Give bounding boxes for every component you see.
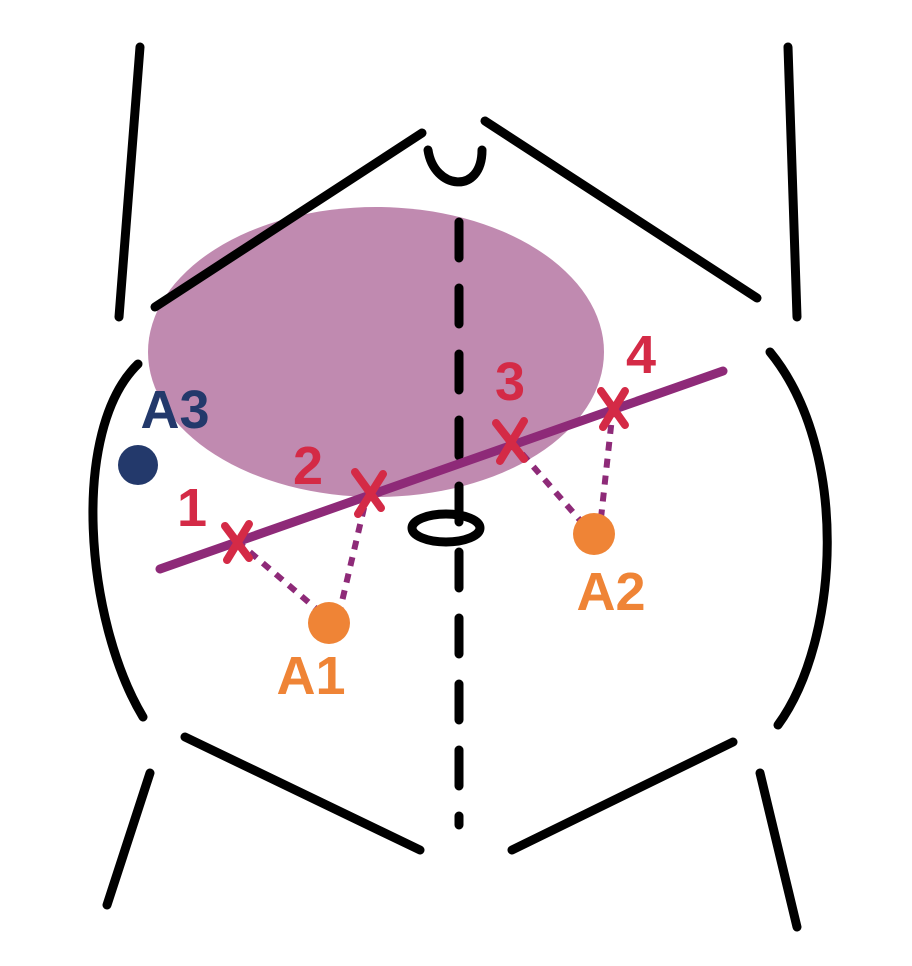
- umbilicus: [407, 509, 485, 547]
- left-inguinal-line: [180, 732, 425, 855]
- right-side-curve: [765, 347, 832, 730]
- connector-a1-m1: [235, 538, 329, 621]
- port-a2-label: A2: [576, 562, 645, 622]
- right-upper-flank-line: [783, 42, 802, 322]
- marker-1-label: 1: [177, 478, 207, 538]
- marker-group: [221, 387, 629, 564]
- marker-2-label: 2: [293, 436, 323, 496]
- marker-4-cross: [597, 387, 629, 431]
- left-side-curve: [88, 359, 148, 722]
- marker-3-label: 3: [495, 352, 525, 412]
- right-thigh-line: [755, 768, 802, 932]
- port-a1-dot: [308, 602, 350, 644]
- right-costal-margin-line: [480, 116, 762, 303]
- torso-outline: [88, 42, 832, 932]
- xiphoid-notch: [423, 145, 487, 187]
- left-upper-flank-line: [114, 42, 145, 322]
- port-a3-label: A3: [140, 380, 209, 440]
- marker-1-cross: [221, 520, 253, 564]
- port-a3-dot: [118, 445, 158, 485]
- marker-4-label: 4: [626, 325, 656, 385]
- marker-3-cross: [492, 417, 528, 465]
- port-a2-dot: [573, 513, 615, 555]
- shaded-organ-region: [148, 207, 604, 497]
- left-costal-margin-line: [150, 128, 427, 312]
- right-inguinal-line: [507, 737, 738, 855]
- port-placement-line: [155, 366, 728, 574]
- port-a1-label: A1: [276, 646, 345, 706]
- left-thigh-line: [102, 768, 155, 910]
- marker-2-cross: [351, 468, 387, 518]
- connector-a2-m4: [598, 407, 616, 519]
